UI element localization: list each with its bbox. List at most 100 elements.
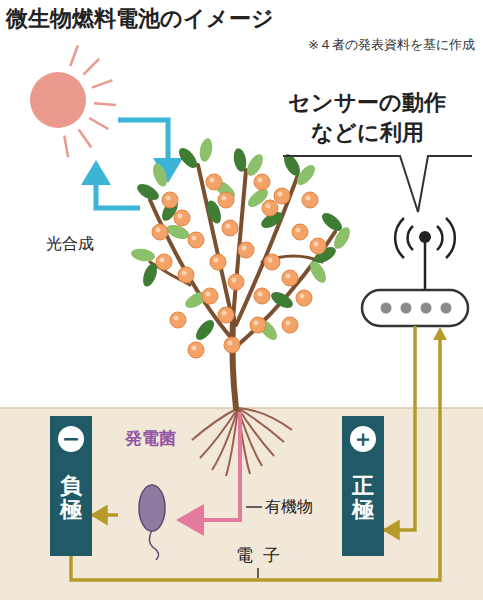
fruit	[254, 288, 270, 304]
device-light	[441, 303, 452, 314]
electrode-name: 正極	[352, 474, 374, 522]
source-note: ※４者の発表資料を基に作成	[308, 36, 475, 54]
bacterium: 発電菌	[118, 428, 182, 560]
leaf	[198, 137, 214, 163]
fruit-shine	[266, 204, 271, 209]
fruit	[174, 210, 190, 226]
fruit-shine	[226, 224, 231, 229]
fruit-shine	[192, 236, 197, 241]
fruit	[156, 254, 172, 270]
leaf	[331, 225, 353, 252]
polarity-sign: ＋	[350, 426, 376, 452]
fruit	[206, 174, 222, 190]
fruit	[162, 192, 178, 208]
leaf	[193, 317, 218, 343]
fruit	[274, 188, 290, 204]
antenna	[395, 218, 455, 291]
fruit-shine	[166, 196, 171, 201]
fruit-shine	[214, 258, 219, 263]
sun-ray	[92, 80, 113, 88]
signal-wave	[437, 226, 442, 250]
fruit	[264, 254, 280, 270]
fruit-shine	[268, 258, 273, 263]
fruit	[188, 342, 204, 358]
leader-line	[246, 506, 262, 508]
branch	[236, 175, 298, 325]
fruit-shine	[156, 228, 161, 233]
trunk	[232, 318, 236, 408]
fruit-shine	[206, 292, 211, 297]
fruit-shine	[232, 278, 237, 283]
antenna-stem	[424, 238, 427, 291]
electrode-band: ＋ 正極	[342, 416, 384, 556]
leaf	[135, 181, 162, 203]
fruit-shine	[258, 178, 263, 183]
root	[238, 408, 292, 430]
polarity-sign: −	[58, 426, 84, 452]
fruit	[262, 200, 278, 216]
sensor-device	[362, 290, 468, 326]
leaf	[269, 289, 296, 311]
electron-flow-connector	[92, 513, 118, 517]
title: 微生物燃料電池のイメージ	[6, 4, 274, 34]
fruit	[282, 270, 298, 286]
fruit	[202, 288, 218, 304]
light-arrow	[96, 165, 140, 208]
fruit-shine	[242, 246, 247, 251]
fruit	[228, 274, 244, 290]
sun-disc	[30, 72, 86, 128]
fruit	[224, 337, 240, 353]
label-tick	[257, 568, 259, 578]
fruit	[210, 254, 226, 270]
fruit-shine	[300, 294, 305, 299]
leaves	[130, 137, 353, 343]
fruit-shine	[314, 242, 319, 247]
branch	[238, 232, 335, 345]
fruit	[152, 224, 168, 240]
leaf	[294, 162, 319, 188]
fruit-shine	[160, 258, 165, 263]
device-light	[401, 303, 412, 314]
sun-ray	[79, 129, 92, 147]
fruit-shine	[228, 341, 233, 346]
signal-wave	[395, 218, 404, 258]
fruit	[170, 312, 186, 328]
fruit-shine	[178, 214, 183, 219]
fruit	[292, 224, 308, 240]
organic-matter-arrow	[180, 412, 240, 520]
fruit	[238, 242, 254, 258]
callout-text: センサーの動作 などに利用	[276, 88, 458, 147]
electron-flow-connector	[71, 326, 440, 580]
fruit-shine	[182, 271, 187, 276]
fruit-shine	[254, 321, 259, 326]
leaf	[150, 162, 169, 189]
sun-ray	[89, 118, 108, 129]
fruit	[250, 317, 266, 333]
flagellum	[149, 530, 158, 560]
fruit	[282, 317, 298, 333]
fruit	[296, 290, 312, 306]
fruit-shine	[296, 228, 301, 233]
fruit	[188, 232, 204, 248]
fruit-shine	[258, 292, 263, 297]
device-light	[381, 303, 392, 314]
sun	[30, 45, 116, 157]
antenna-tip	[419, 231, 431, 243]
fruit-shine	[306, 196, 311, 201]
leaf	[232, 147, 248, 173]
fruit-shine	[174, 316, 179, 321]
device-light	[421, 303, 432, 314]
electrode-band: − 負極	[50, 416, 92, 556]
fruit-shine	[286, 321, 291, 326]
branches	[150, 165, 335, 408]
signal-wave	[446, 218, 455, 258]
branch	[150, 200, 233, 340]
fruit-shine	[210, 178, 215, 183]
root	[226, 408, 238, 476]
electrode-name: 負極	[60, 474, 82, 522]
fruit-shine	[222, 311, 227, 316]
fruit-shine	[278, 192, 283, 197]
edge-label: 電子	[226, 544, 290, 567]
fruit-shine	[286, 274, 291, 279]
leaf	[176, 145, 201, 171]
